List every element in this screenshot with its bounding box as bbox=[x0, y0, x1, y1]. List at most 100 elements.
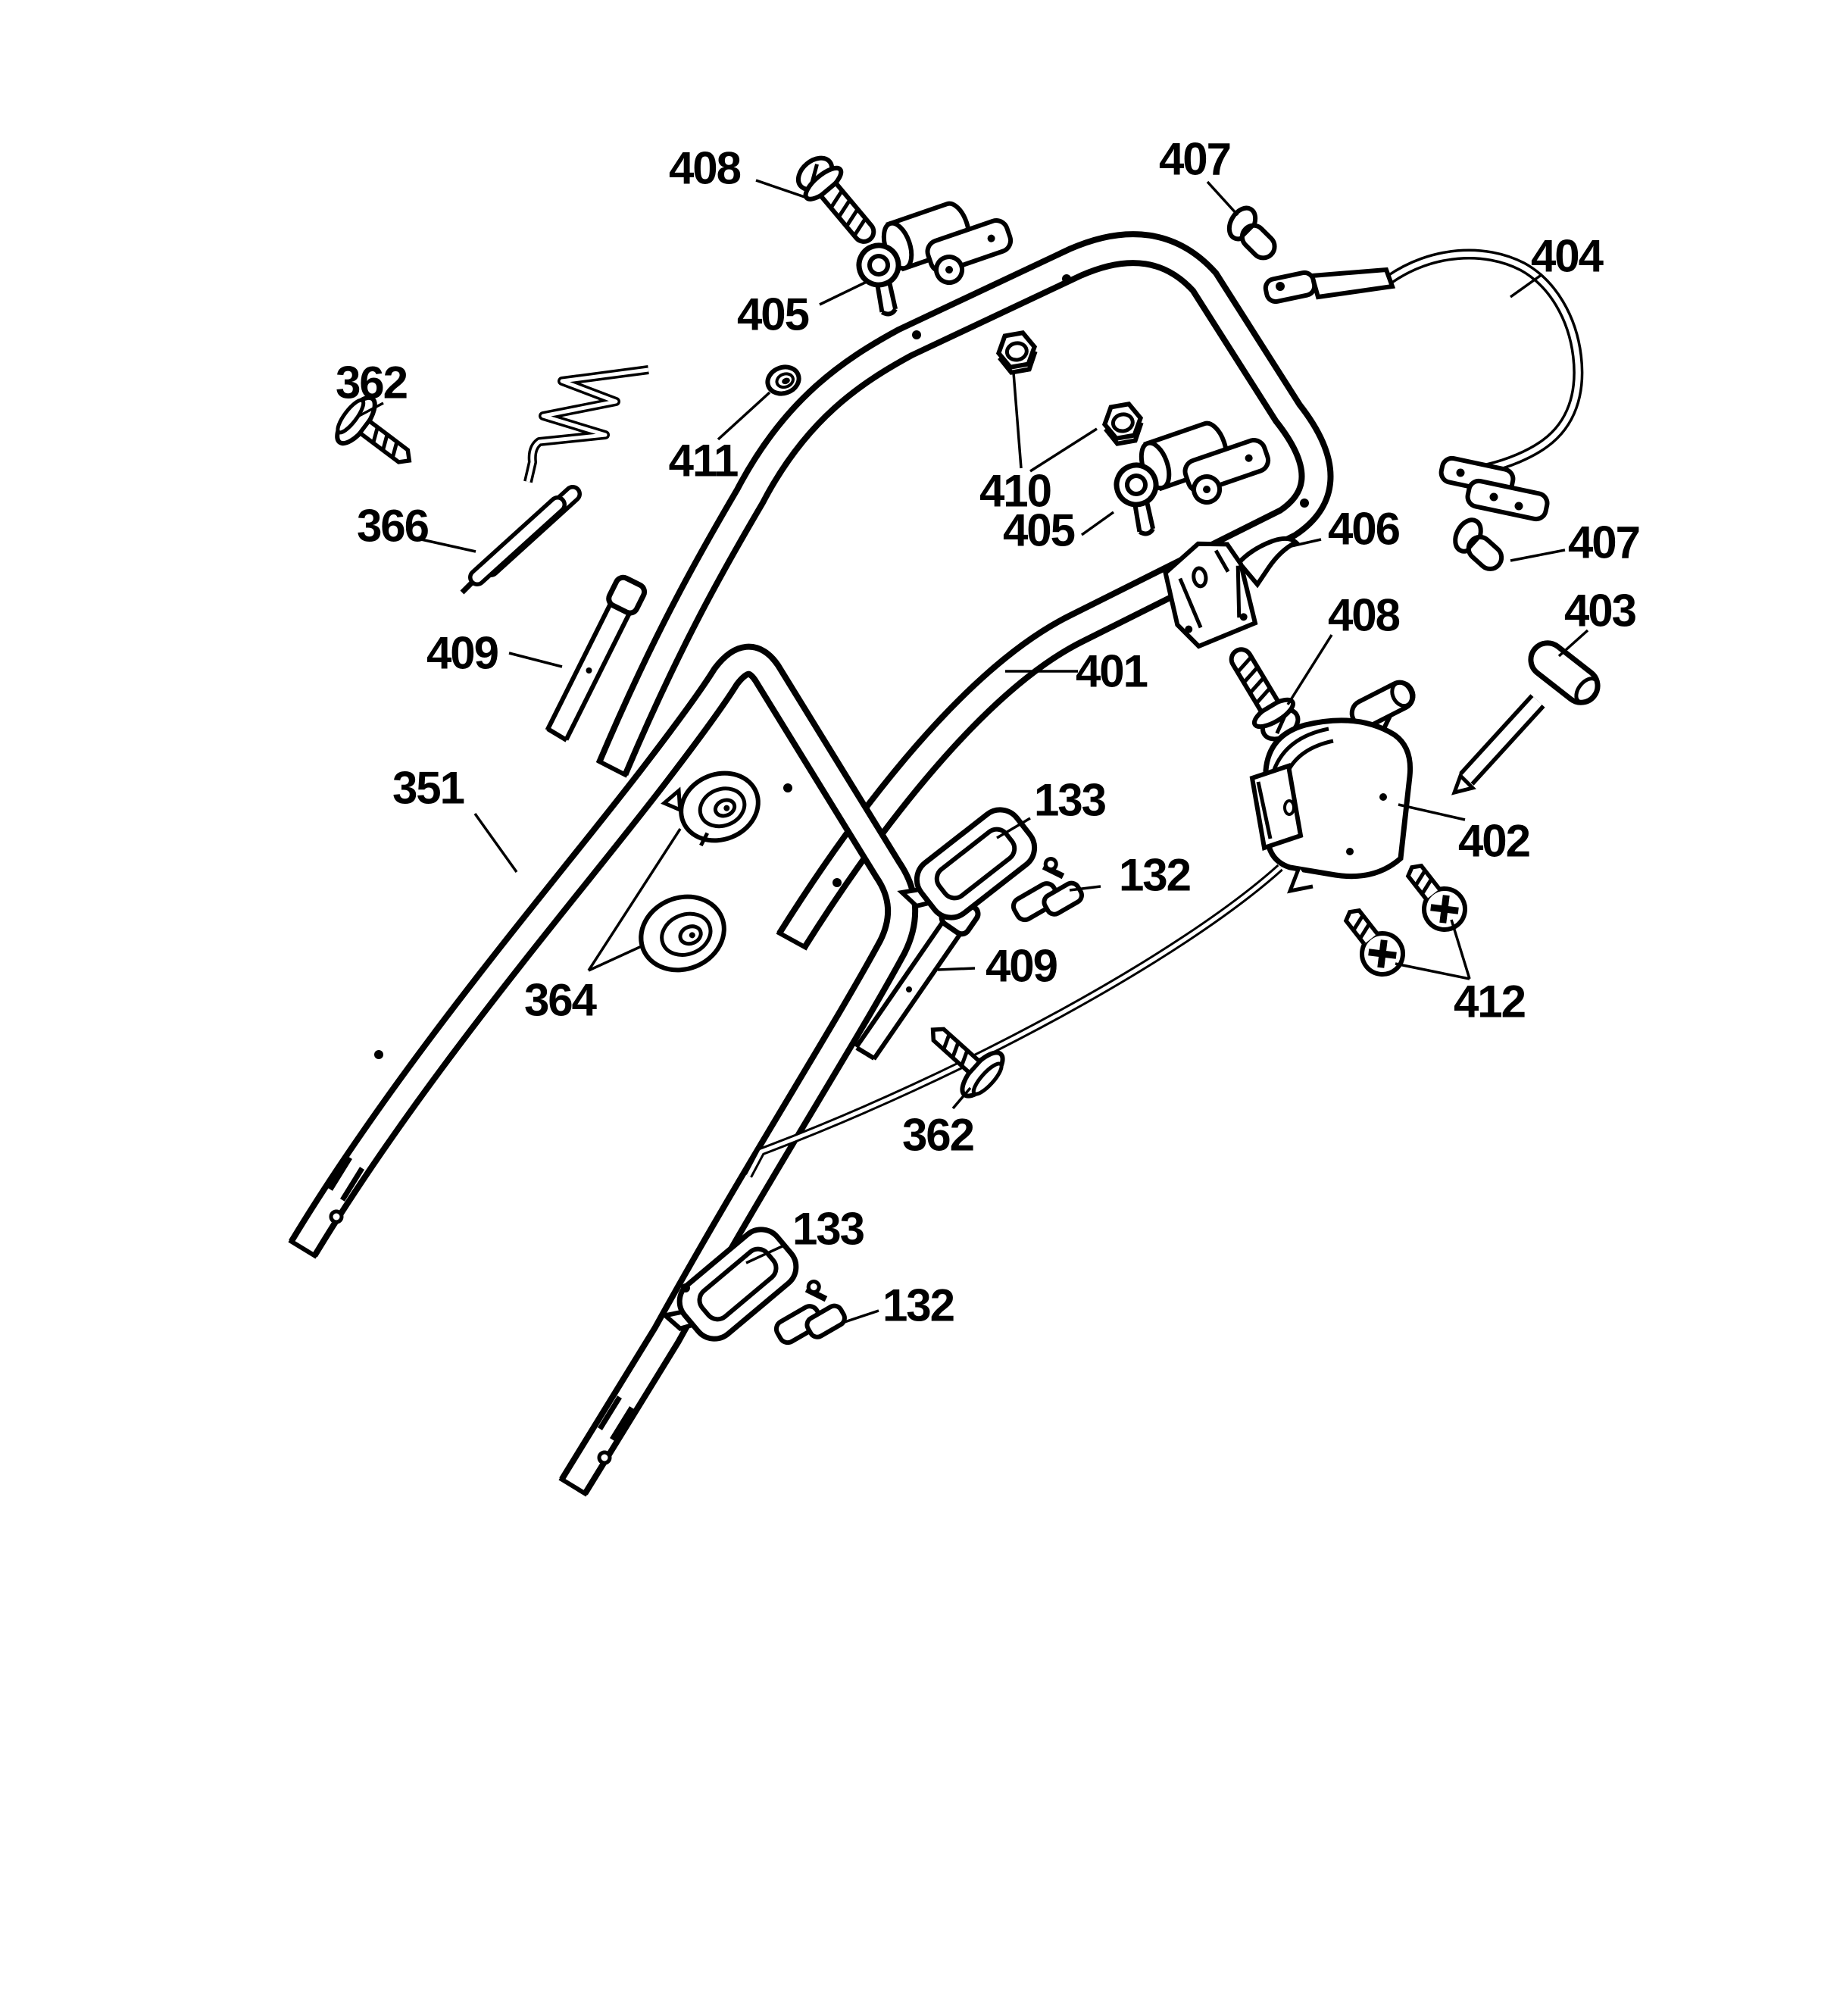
nut-410-lower bbox=[1102, 402, 1145, 445]
upper-handle-401-core bbox=[601, 237, 1328, 947]
tube-end-rim bbox=[855, 1046, 876, 1061]
spring-zigzag-core bbox=[526, 367, 649, 483]
part-label-364: 364 bbox=[524, 975, 598, 1026]
leader-line-412 bbox=[1395, 962, 1470, 980]
leader-line-408-upper bbox=[755, 179, 810, 200]
bail-clip-hole bbox=[1276, 282, 1285, 291]
spring-zigzag bbox=[523, 365, 649, 483]
part-label-362-upper: 362 bbox=[336, 358, 407, 408]
callout-407-upper: 407 bbox=[1159, 134, 1239, 217]
part-label-401: 401 bbox=[1076, 646, 1148, 697]
callout-132-upper: 132 bbox=[1069, 850, 1192, 901]
tube-hole bbox=[681, 1283, 690, 1292]
part-label-406: 406 bbox=[1328, 504, 1400, 555]
tube-hole bbox=[783, 783, 792, 792]
callout-410: 410 bbox=[979, 372, 1098, 517]
spring-wire-366 bbox=[460, 365, 649, 595]
leader-line-406 bbox=[1287, 538, 1322, 549]
leader-line-409-right bbox=[937, 967, 976, 971]
part-label-403: 403 bbox=[1564, 586, 1636, 636]
tip-slot bbox=[598, 1396, 622, 1430]
spring-stub bbox=[460, 580, 475, 595]
tip-slot bbox=[610, 1406, 634, 1441]
callout-405-lower: 405 bbox=[1003, 505, 1115, 556]
lever-grip bbox=[1528, 640, 1601, 705]
screw-412-right bbox=[1396, 855, 1473, 938]
callout-401: 401 bbox=[1005, 646, 1149, 697]
callout-366: 366 bbox=[357, 501, 476, 553]
part-label-404: 404 bbox=[1531, 231, 1604, 282]
leader-line-351 bbox=[473, 812, 518, 874]
leader-line-411 bbox=[717, 391, 771, 441]
handle-rod-409-left-cap bbox=[606, 574, 648, 616]
part-label-133-upper: 133 bbox=[1034, 775, 1106, 826]
tip-slot bbox=[340, 1167, 364, 1202]
tube-end-rim bbox=[288, 1238, 318, 1259]
callout-132-lower: 132 bbox=[842, 1280, 955, 1331]
nut-410-upper bbox=[996, 331, 1039, 374]
lever-tip bbox=[1451, 772, 1476, 795]
callout-362-upper: 362 bbox=[336, 358, 408, 418]
throttle-cable-402 bbox=[745, 864, 1283, 1178]
holes-and-slots-layer bbox=[288, 274, 1309, 1497]
leader-line-402 bbox=[1398, 803, 1466, 821]
tube-end-rim bbox=[596, 758, 629, 778]
leader-line-407-upper bbox=[1206, 180, 1239, 217]
callout-408-lower: 408 bbox=[1286, 590, 1401, 705]
part-label-132-upper: 132 bbox=[1119, 850, 1190, 901]
callout-405-upper: 405 bbox=[737, 280, 867, 340]
leader-line-408-lower bbox=[1286, 634, 1333, 705]
handle-rod-409-left-hole bbox=[586, 667, 592, 674]
part-label-351: 351 bbox=[392, 763, 464, 814]
small-parts-layer bbox=[330, 150, 1601, 1358]
washer-364-top bbox=[661, 762, 769, 856]
callout-351: 351 bbox=[392, 763, 518, 874]
callout-402: 402 bbox=[1398, 803, 1531, 867]
part-label-409-right: 409 bbox=[986, 941, 1057, 992]
callout-412: 412 bbox=[1395, 919, 1526, 1027]
lower-handle-351-core bbox=[294, 649, 913, 1492]
part-label-402: 402 bbox=[1458, 816, 1529, 867]
callout-133-upper: 133 bbox=[996, 775, 1107, 839]
throttle-cable-402-core bbox=[746, 866, 1282, 1177]
leader-line-409-left bbox=[508, 652, 563, 668]
leader-line-362-upper bbox=[357, 402, 384, 418]
part-label-409-left: 409 bbox=[426, 628, 498, 679]
lever-grip-end bbox=[1574, 677, 1600, 705]
leader-line-412 bbox=[1450, 919, 1471, 980]
screw-408-upper bbox=[790, 150, 887, 254]
leader-line-362-lower bbox=[951, 1086, 972, 1110]
leader-line-364 bbox=[588, 944, 644, 972]
callout-409-right: 409 bbox=[937, 941, 1059, 992]
part-label-407-lower: 407 bbox=[1568, 517, 1639, 568]
handle-rod-409-right-hole bbox=[906, 986, 912, 992]
tube-hole bbox=[1300, 499, 1309, 508]
bail-plate-1 bbox=[1465, 478, 1550, 522]
spring-bar-core-1 bbox=[472, 499, 563, 583]
tip-hole bbox=[597, 1450, 612, 1465]
leader-line-133-lower bbox=[745, 1243, 786, 1264]
part-label-132-lower: 132 bbox=[882, 1280, 954, 1331]
leader-line-366 bbox=[420, 538, 476, 553]
part-label-366: 366 bbox=[357, 501, 429, 552]
leader-line-404 bbox=[1509, 273, 1544, 298]
bail-wire-404 bbox=[1386, 248, 1584, 474]
callout-408-upper: 408 bbox=[669, 143, 810, 200]
leader-line-364 bbox=[587, 828, 682, 971]
bail-plate-hole bbox=[1489, 492, 1498, 502]
callout-409-left: 409 bbox=[426, 628, 563, 679]
leader-line-407-lower bbox=[1510, 549, 1566, 562]
leader-line-405-upper bbox=[819, 280, 867, 306]
wires-layer bbox=[1263, 267, 1550, 522]
tip-hole bbox=[329, 1209, 344, 1224]
tube-end-rim bbox=[558, 1476, 589, 1497]
part-label-133-lower: 133 bbox=[792, 1204, 864, 1255]
leader-line-132-lower bbox=[842, 1309, 879, 1324]
part-label-362-lower: 362 bbox=[902, 1110, 973, 1161]
handle-tubes-layer bbox=[289, 231, 1584, 1496]
callout-362-lower: 362 bbox=[902, 1086, 975, 1161]
washer-364-bottom bbox=[629, 884, 735, 982]
